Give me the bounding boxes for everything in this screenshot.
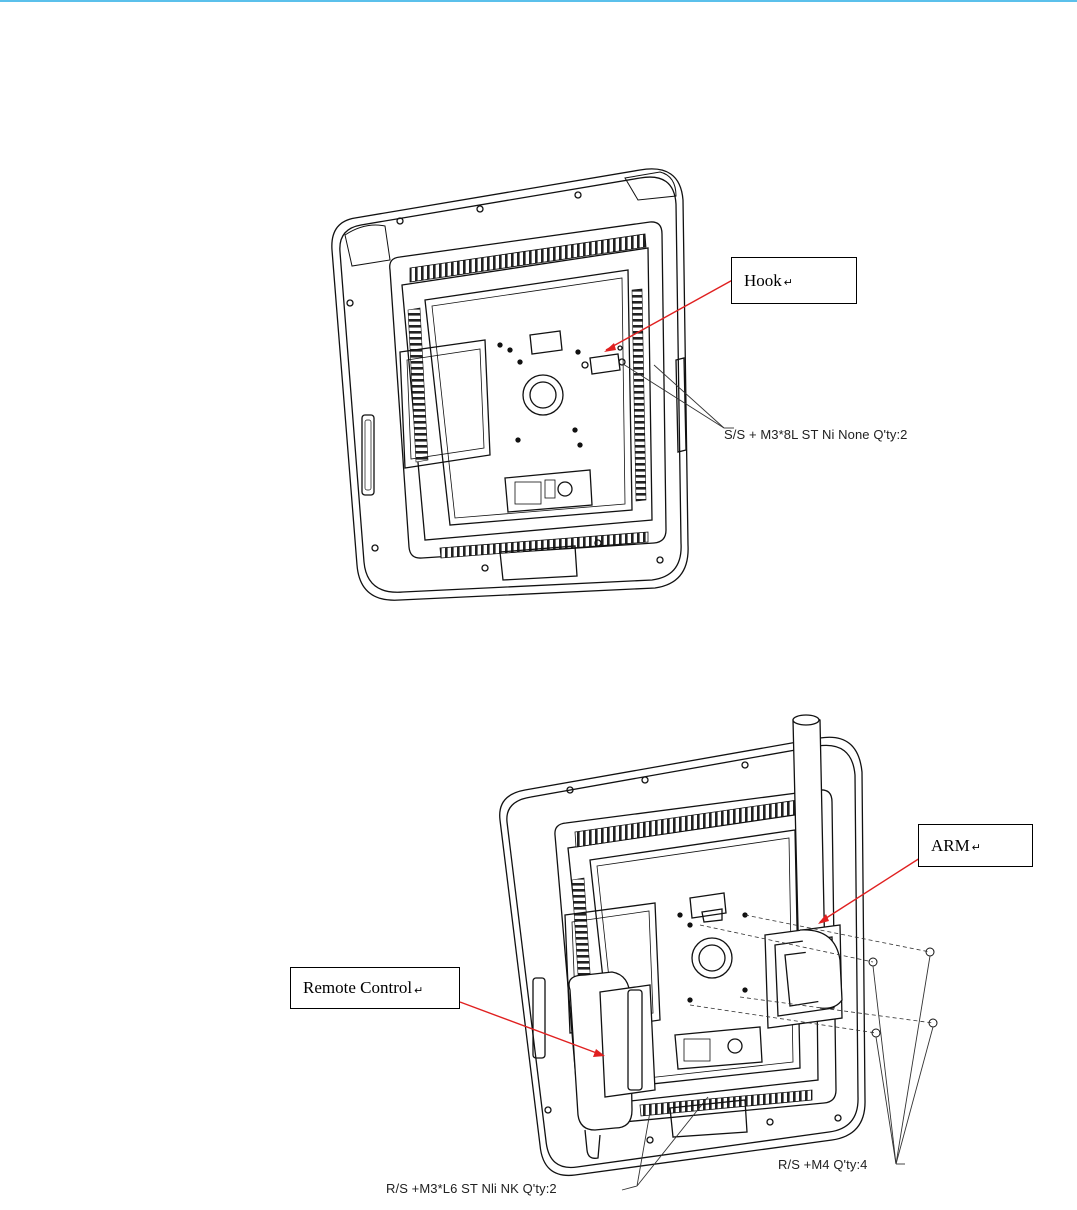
fig1-screw-note: S/S + M3*8L ST Ni None Q'ty:2 — [724, 427, 908, 442]
hook-label: Hook — [744, 271, 782, 291]
fig2-screw-note-m3: R/S +M3*L6 ST Nli NK Q'ty:2 — [386, 1181, 557, 1196]
hook-callout: Hook↵ — [731, 257, 857, 304]
arm-label: ARM — [931, 836, 970, 856]
arm-assembly — [765, 715, 842, 1028]
return-mark-icon: ↵ — [414, 984, 423, 997]
hook-arrowhead — [604, 343, 616, 352]
return-mark-icon: ↵ — [972, 841, 981, 854]
arm-callout: ARM↵ — [918, 824, 1033, 867]
arm-leader-line — [820, 858, 920, 922]
fig2-screw-note-m4: R/S +M4 Q'ty:4 — [778, 1157, 868, 1172]
remote-control-callout: Remote Control↵ — [290, 967, 460, 1009]
exploded-screws-m4 — [869, 948, 937, 1037]
figure1-monitor-rear — [332, 169, 688, 600]
screw-leader-lines-fig2-m4 — [873, 956, 933, 1164]
return-mark-icon: ↵ — [784, 276, 793, 289]
hook-leader-line — [606, 277, 738, 350]
remote-control-label: Remote Control — [303, 978, 412, 998]
remote-control-holder — [569, 972, 655, 1158]
